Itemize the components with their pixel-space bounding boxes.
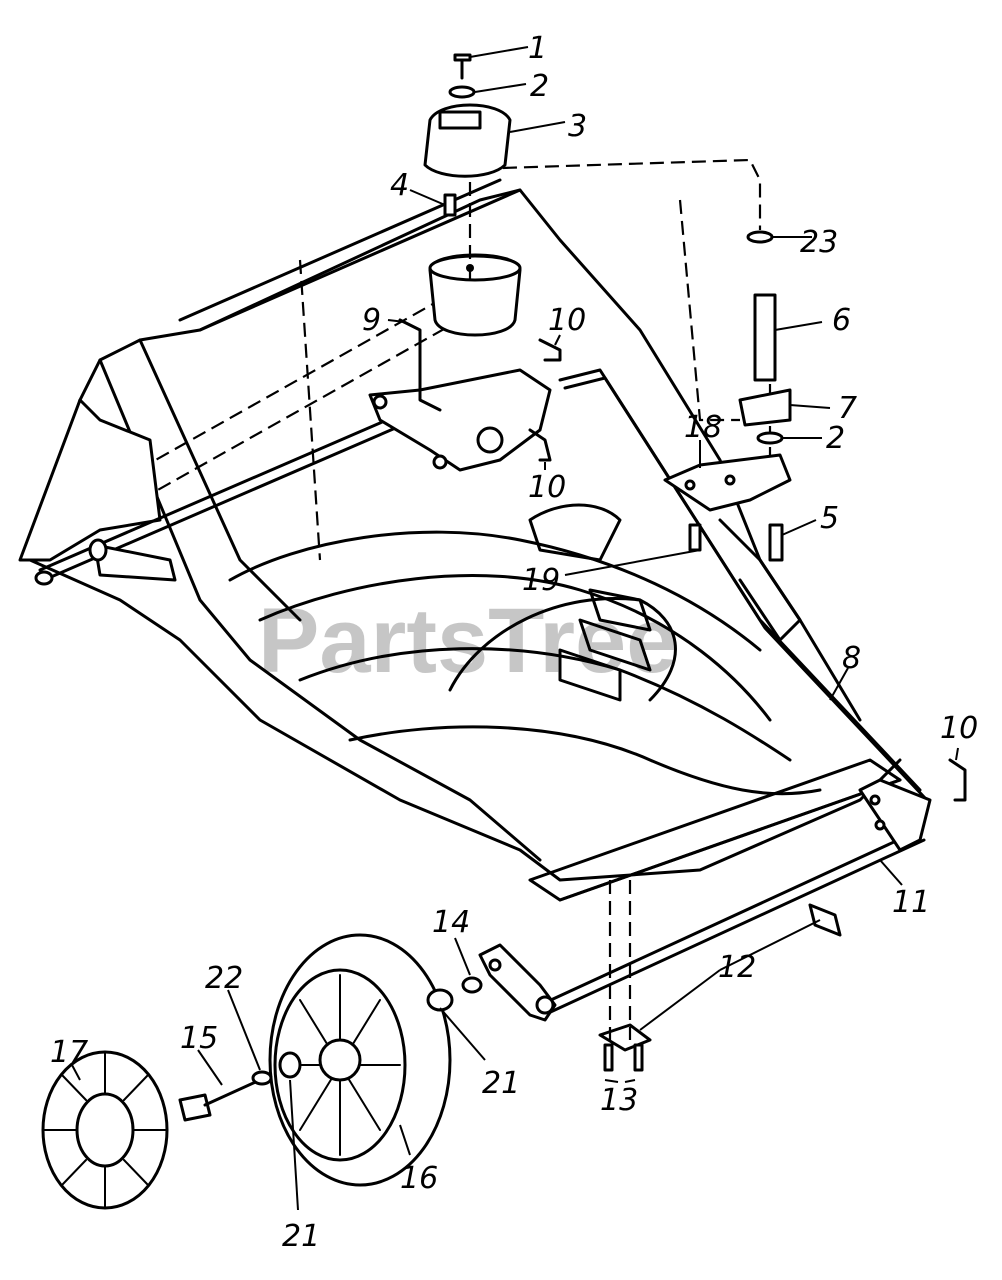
part-label-13: 13 xyxy=(600,1083,638,1118)
rear-axle-left xyxy=(34,408,416,586)
part-label-23: 23 xyxy=(800,225,838,260)
watermark: PartsTree xyxy=(258,590,677,692)
part-label-8: 8 xyxy=(842,641,861,676)
part-label-22: 22 xyxy=(205,961,243,996)
front-axle xyxy=(478,778,932,1052)
part-label-21-bottom: 21 xyxy=(282,1219,320,1254)
height-adjust-rod xyxy=(558,368,927,800)
part-label-2: 2 xyxy=(530,69,549,104)
part-label-11: 11 xyxy=(892,885,930,920)
part-label-10-right: 10 xyxy=(940,711,978,746)
part-label-10-top: 10 xyxy=(548,303,586,338)
part-label-2-lower: 2 xyxy=(826,421,845,456)
height-adjust-bracket xyxy=(368,253,552,472)
part-label-7: 7 xyxy=(838,391,857,426)
part-label-18: 18 xyxy=(684,410,722,445)
part-label-5: 5 xyxy=(820,501,839,536)
pivot-assembly xyxy=(528,230,967,802)
part-label-14: 14 xyxy=(432,905,470,940)
part-label-17: 17 xyxy=(50,1035,88,1070)
part-label-10-mid: 10 xyxy=(528,470,566,505)
part-label-21-right: 21 xyxy=(482,1066,520,1101)
mower-deck xyxy=(18,178,902,902)
part-label-3: 3 xyxy=(568,109,587,144)
part-label-12: 12 xyxy=(718,950,756,985)
rear-wheel xyxy=(268,933,452,1187)
part-label-16: 16 xyxy=(400,1161,438,1196)
wheel-bolt xyxy=(178,1070,273,1122)
part-label-15: 15 xyxy=(180,1021,218,1056)
part-label-1: 1 xyxy=(528,31,547,66)
wheel-spacer xyxy=(426,976,483,1012)
engine-mount-hardware xyxy=(423,53,512,217)
part-number-labels: 1 2 3 4 23 6 9 10 7 18 2 10 5 19 8 10 11… xyxy=(50,31,978,1254)
part-label-6: 6 xyxy=(832,303,851,338)
screw-set xyxy=(603,1043,644,1072)
part-label-4: 4 xyxy=(390,168,409,203)
assembly-guides xyxy=(298,140,772,1040)
part-label-9: 9 xyxy=(362,303,381,338)
part-label-19: 19 xyxy=(522,563,560,598)
hubcap xyxy=(41,1050,169,1210)
leader-lines xyxy=(71,46,959,1211)
